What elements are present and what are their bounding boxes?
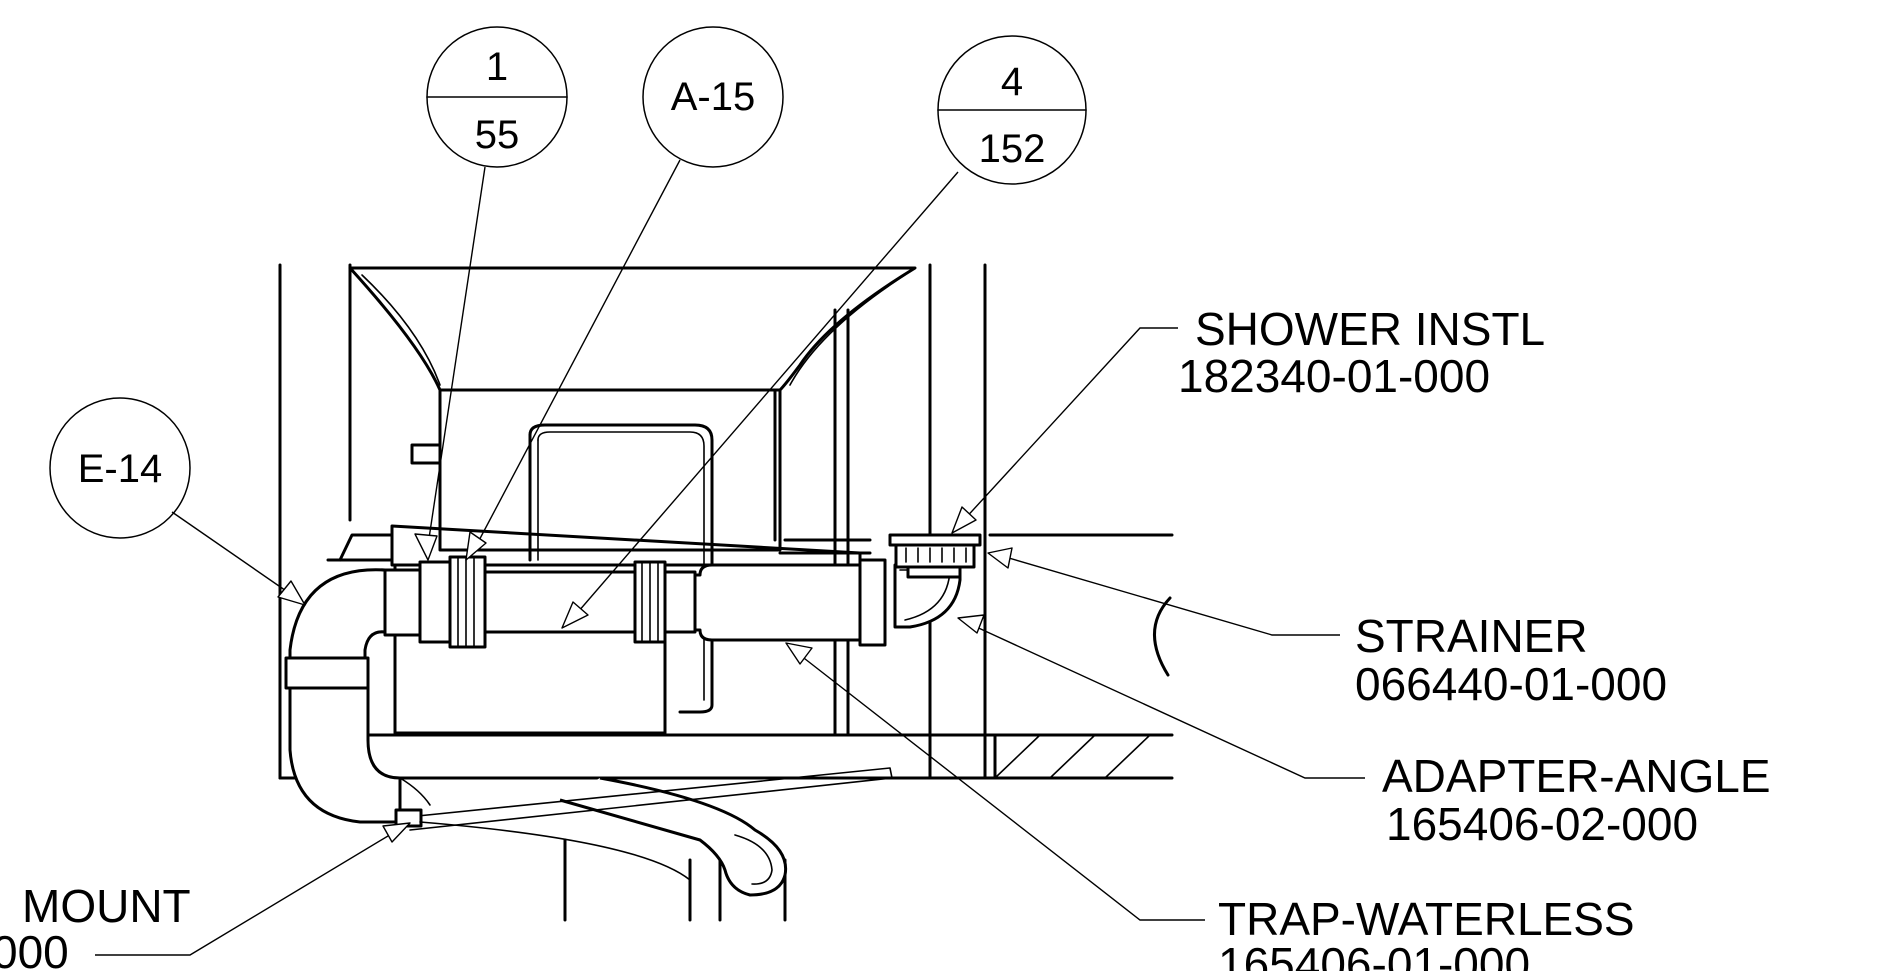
arrowhead — [382, 822, 411, 843]
detail-bubble-4-152[interactable]: 4 152 — [561, 35, 1087, 629]
callout-title: ADAPTER-ANGLE — [1382, 750, 1771, 802]
callout-part-number: 165406-02-000 — [1386, 798, 1698, 850]
callout-mount[interactable]: MOUNT 000 — [0, 822, 411, 971]
callout-shower-instl[interactable]: SHOWER INSTL 182340-01-000 — [951, 303, 1545, 534]
arrowhead — [414, 533, 438, 561]
bubble-sheet: 152 — [979, 127, 1046, 171]
callout-part-number: 000 — [0, 926, 69, 971]
arrowhead — [951, 506, 977, 534]
elbow-pipe — [284, 568, 893, 897]
horizontal-pipe — [383, 555, 887, 649]
callout-title: STRAINER — [1355, 610, 1588, 662]
bubble-label: A-15 — [671, 75, 756, 119]
arrowhead — [987, 547, 1013, 569]
callout-trap-waterless[interactable]: TRAP-WATERLESS 165406-01-000 — [785, 642, 1635, 971]
detail-bubble-1-55[interactable]: 1 55 — [414, 26, 568, 561]
bubble-label: E-14 — [78, 447, 163, 491]
callout-strainer[interactable]: STRAINER 066440-01-000 — [987, 547, 1667, 710]
structure-frame — [278, 263, 1174, 922]
strainer-drain — [888, 533, 982, 579]
arrowhead — [277, 580, 306, 606]
callout-adapter-angle[interactable]: ADAPTER-ANGLE 165406-02-000 — [957, 614, 1771, 850]
bubble-number: 4 — [1001, 60, 1023, 104]
callout-part-number: 066440-01-000 — [1355, 658, 1667, 710]
callout-title: MOUNT — [22, 880, 191, 932]
callout-title: TRAP-WATERLESS — [1218, 893, 1635, 945]
bubble-sheet: 55 — [475, 113, 520, 157]
bubble-number: 1 — [486, 45, 508, 89]
callout-title: SHOWER INSTL — [1195, 303, 1545, 355]
callout-part-number: 182340-01-000 — [1178, 350, 1490, 402]
arrowhead — [957, 614, 985, 634]
arrowhead — [561, 601, 589, 629]
arrowhead — [465, 531, 487, 561]
detail-bubble-a15[interactable]: A-15 — [465, 26, 784, 561]
funnel-housing — [348, 266, 917, 714]
callout-part-number: 165406-01-000 — [1218, 938, 1530, 971]
detail-bubble-e14[interactable]: E-14 — [49, 397, 306, 606]
arrowhead — [785, 642, 813, 665]
